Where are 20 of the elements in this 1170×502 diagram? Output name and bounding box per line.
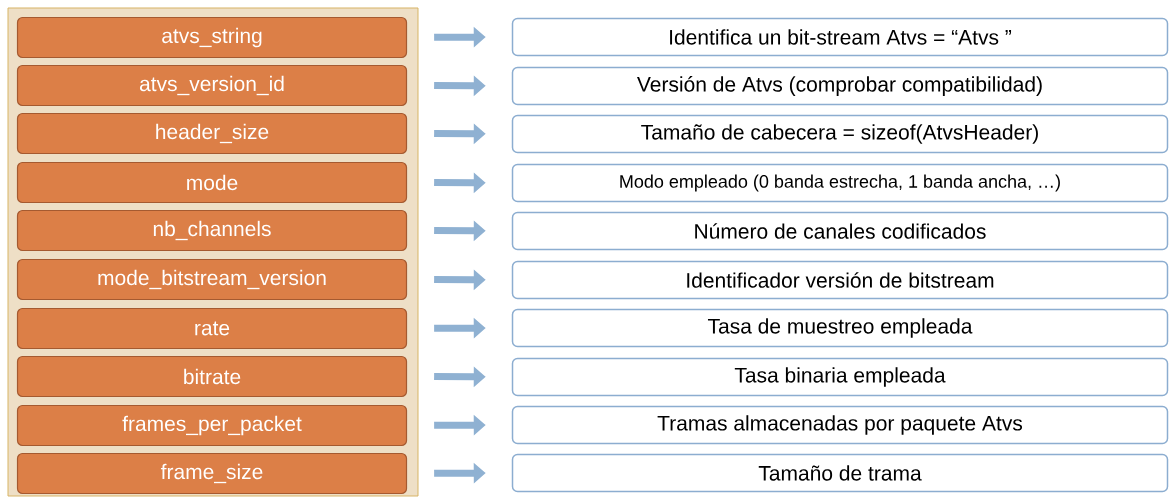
description-box: Tamaño de cabecera = sizeof(AtvsHeader) xyxy=(511,114,1169,154)
description-box: Tamaño de trama xyxy=(511,453,1169,493)
description-box: Tasa binaria empleada xyxy=(511,357,1169,397)
description-box: Identificador versión de bitstream xyxy=(511,260,1169,300)
field-box: mode_bitstream_version xyxy=(16,258,408,301)
description-box: Tasa de muestreo empleada xyxy=(511,308,1169,348)
field-box: mode xyxy=(16,161,408,204)
field-box: nb_channels xyxy=(16,209,408,252)
field-box: bitrate xyxy=(16,355,408,398)
field-box: atvs_string xyxy=(16,16,408,59)
description-box: Tramas almacenadas por paquete Atvs xyxy=(511,405,1169,445)
description-box: Identifica un bit-stream Atvs = “Atvs ” xyxy=(511,17,1169,57)
field-box: header_size xyxy=(16,112,408,155)
field-box: frame_size xyxy=(16,452,408,495)
description-box: Modo empleado (0 banda estrecha, 1 banda ancha, …) xyxy=(511,163,1169,203)
field-box: frames_per_packet xyxy=(16,404,408,447)
field-box: rate xyxy=(16,307,408,350)
description-box: Número de canales codificados xyxy=(511,211,1169,251)
field-box: atvs_version_id xyxy=(16,64,408,107)
description-box: Versión de Atvs (comprobar compatibilidad) xyxy=(511,66,1169,106)
